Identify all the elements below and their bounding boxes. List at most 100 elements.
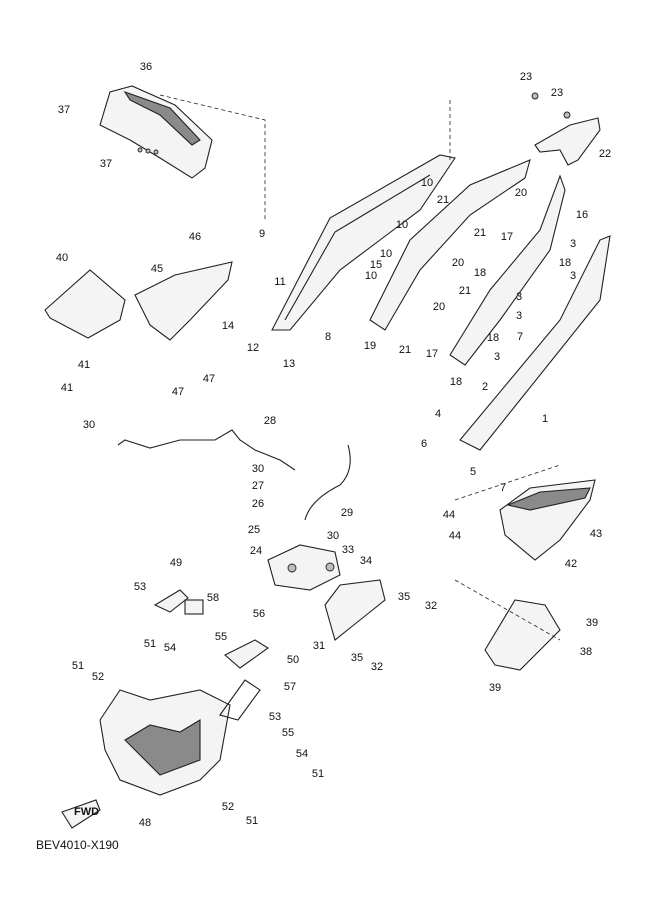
part-45-bracket xyxy=(134,261,233,341)
callout-58: 58 xyxy=(207,592,219,604)
callout-3: 3 xyxy=(494,351,500,363)
part-22-bracket xyxy=(531,92,601,166)
part-16-rear-rail xyxy=(449,174,566,366)
callout-56: 56 xyxy=(253,608,265,620)
callout-51: 51 xyxy=(72,660,84,672)
callout-18: 18 xyxy=(487,332,499,344)
part-58-clip xyxy=(184,599,204,615)
callout-44: 44 xyxy=(449,530,461,542)
part-38-cover xyxy=(484,599,561,671)
diagram-code: BEV4010-X190 xyxy=(36,838,119,852)
part-36-cowl-cover xyxy=(99,85,213,179)
callout-24: 24 xyxy=(250,545,262,557)
callout-3: 3 xyxy=(516,310,522,322)
callout-20: 20 xyxy=(433,301,445,313)
part-42-cover xyxy=(499,479,596,561)
callout-10: 10 xyxy=(365,270,377,282)
part-19-center-rail xyxy=(369,159,531,331)
callout-48: 48 xyxy=(139,817,151,829)
part-49-bracket xyxy=(153,589,189,613)
callout-10: 10 xyxy=(380,248,392,260)
callout-52: 52 xyxy=(92,671,104,683)
callout-21: 21 xyxy=(459,285,471,297)
callout-18: 18 xyxy=(450,376,462,388)
callout-34: 34 xyxy=(360,555,372,567)
callout-47: 47 xyxy=(172,386,184,398)
callout-36: 36 xyxy=(140,61,152,73)
callout-5: 5 xyxy=(470,466,476,478)
callout-17: 17 xyxy=(501,231,513,243)
callout-46: 46 xyxy=(189,231,201,243)
callout-35: 35 xyxy=(351,652,363,664)
callout-32: 32 xyxy=(371,661,383,673)
callout-19: 19 xyxy=(364,340,376,352)
callout-32: 32 xyxy=(425,600,437,612)
part-31-bracket xyxy=(324,579,386,641)
callout-23: 23 xyxy=(551,87,563,99)
callout-37: 37 xyxy=(100,158,112,170)
callout-44: 44 xyxy=(443,509,455,521)
callout-2: 2 xyxy=(482,381,488,393)
bolt-23a xyxy=(531,92,539,100)
fwd-arrow-icon: FWD xyxy=(61,799,101,829)
callout-15: 15 xyxy=(370,259,382,271)
part-8-inner-panel xyxy=(271,154,456,331)
callout-29: 29 xyxy=(341,507,353,519)
callout-21: 21 xyxy=(437,194,449,206)
callout-17: 17 xyxy=(426,348,438,360)
callout-33: 33 xyxy=(342,544,354,556)
part-57-bracket xyxy=(219,679,261,721)
callout-35: 35 xyxy=(398,591,410,603)
callout-3: 3 xyxy=(516,291,522,303)
callout-55: 55 xyxy=(282,727,294,739)
callout-39: 39 xyxy=(586,617,598,629)
callout-23: 23 xyxy=(520,71,532,83)
callout-22: 22 xyxy=(599,148,611,160)
callout-39: 39 xyxy=(489,682,501,694)
callout-31: 31 xyxy=(313,640,325,652)
callout-30: 30 xyxy=(83,419,95,431)
bolt-23b xyxy=(563,111,571,119)
callout-20: 20 xyxy=(452,257,464,269)
callout-30: 30 xyxy=(252,463,264,475)
callout-18: 18 xyxy=(474,267,486,279)
callout-6: 6 xyxy=(421,438,427,450)
part-50-bracket xyxy=(224,639,269,669)
callout-51: 51 xyxy=(312,768,324,780)
callout-28: 28 xyxy=(264,415,276,427)
callout-10: 10 xyxy=(396,219,408,231)
callout-41: 41 xyxy=(61,382,73,394)
callout-8: 8 xyxy=(325,331,331,343)
callout-11: 11 xyxy=(274,276,285,288)
callout-57: 57 xyxy=(284,681,296,693)
callout-54: 54 xyxy=(164,642,176,654)
callout-51: 51 xyxy=(246,815,258,827)
callout-18: 18 xyxy=(559,257,571,269)
callout-37: 37 xyxy=(58,104,70,116)
callout-13: 13 xyxy=(283,358,295,370)
callout-20: 20 xyxy=(515,187,527,199)
callout-52: 52 xyxy=(222,801,234,813)
callout-50: 50 xyxy=(287,654,299,666)
callout-7: 7 xyxy=(517,331,523,343)
callout-21: 21 xyxy=(474,227,486,239)
callout-38: 38 xyxy=(580,646,592,658)
callout-26: 26 xyxy=(252,498,264,510)
callout-14: 14 xyxy=(222,320,234,332)
callout-49: 49 xyxy=(170,557,182,569)
callout-53: 53 xyxy=(134,581,146,593)
part-48-lower-cowl xyxy=(99,689,231,796)
fwd-label: FWD xyxy=(74,806,99,818)
callout-53: 53 xyxy=(269,711,281,723)
callout-10: 10 xyxy=(421,177,433,189)
callout-30: 30 xyxy=(327,530,339,542)
callout-7: 7 xyxy=(500,482,506,494)
callout-43: 43 xyxy=(590,528,602,540)
callout-21: 21 xyxy=(399,344,411,356)
callout-4: 4 xyxy=(435,408,441,420)
callout-16: 16 xyxy=(576,209,588,221)
callout-42: 42 xyxy=(565,558,577,570)
part-24-bracket xyxy=(267,544,341,591)
